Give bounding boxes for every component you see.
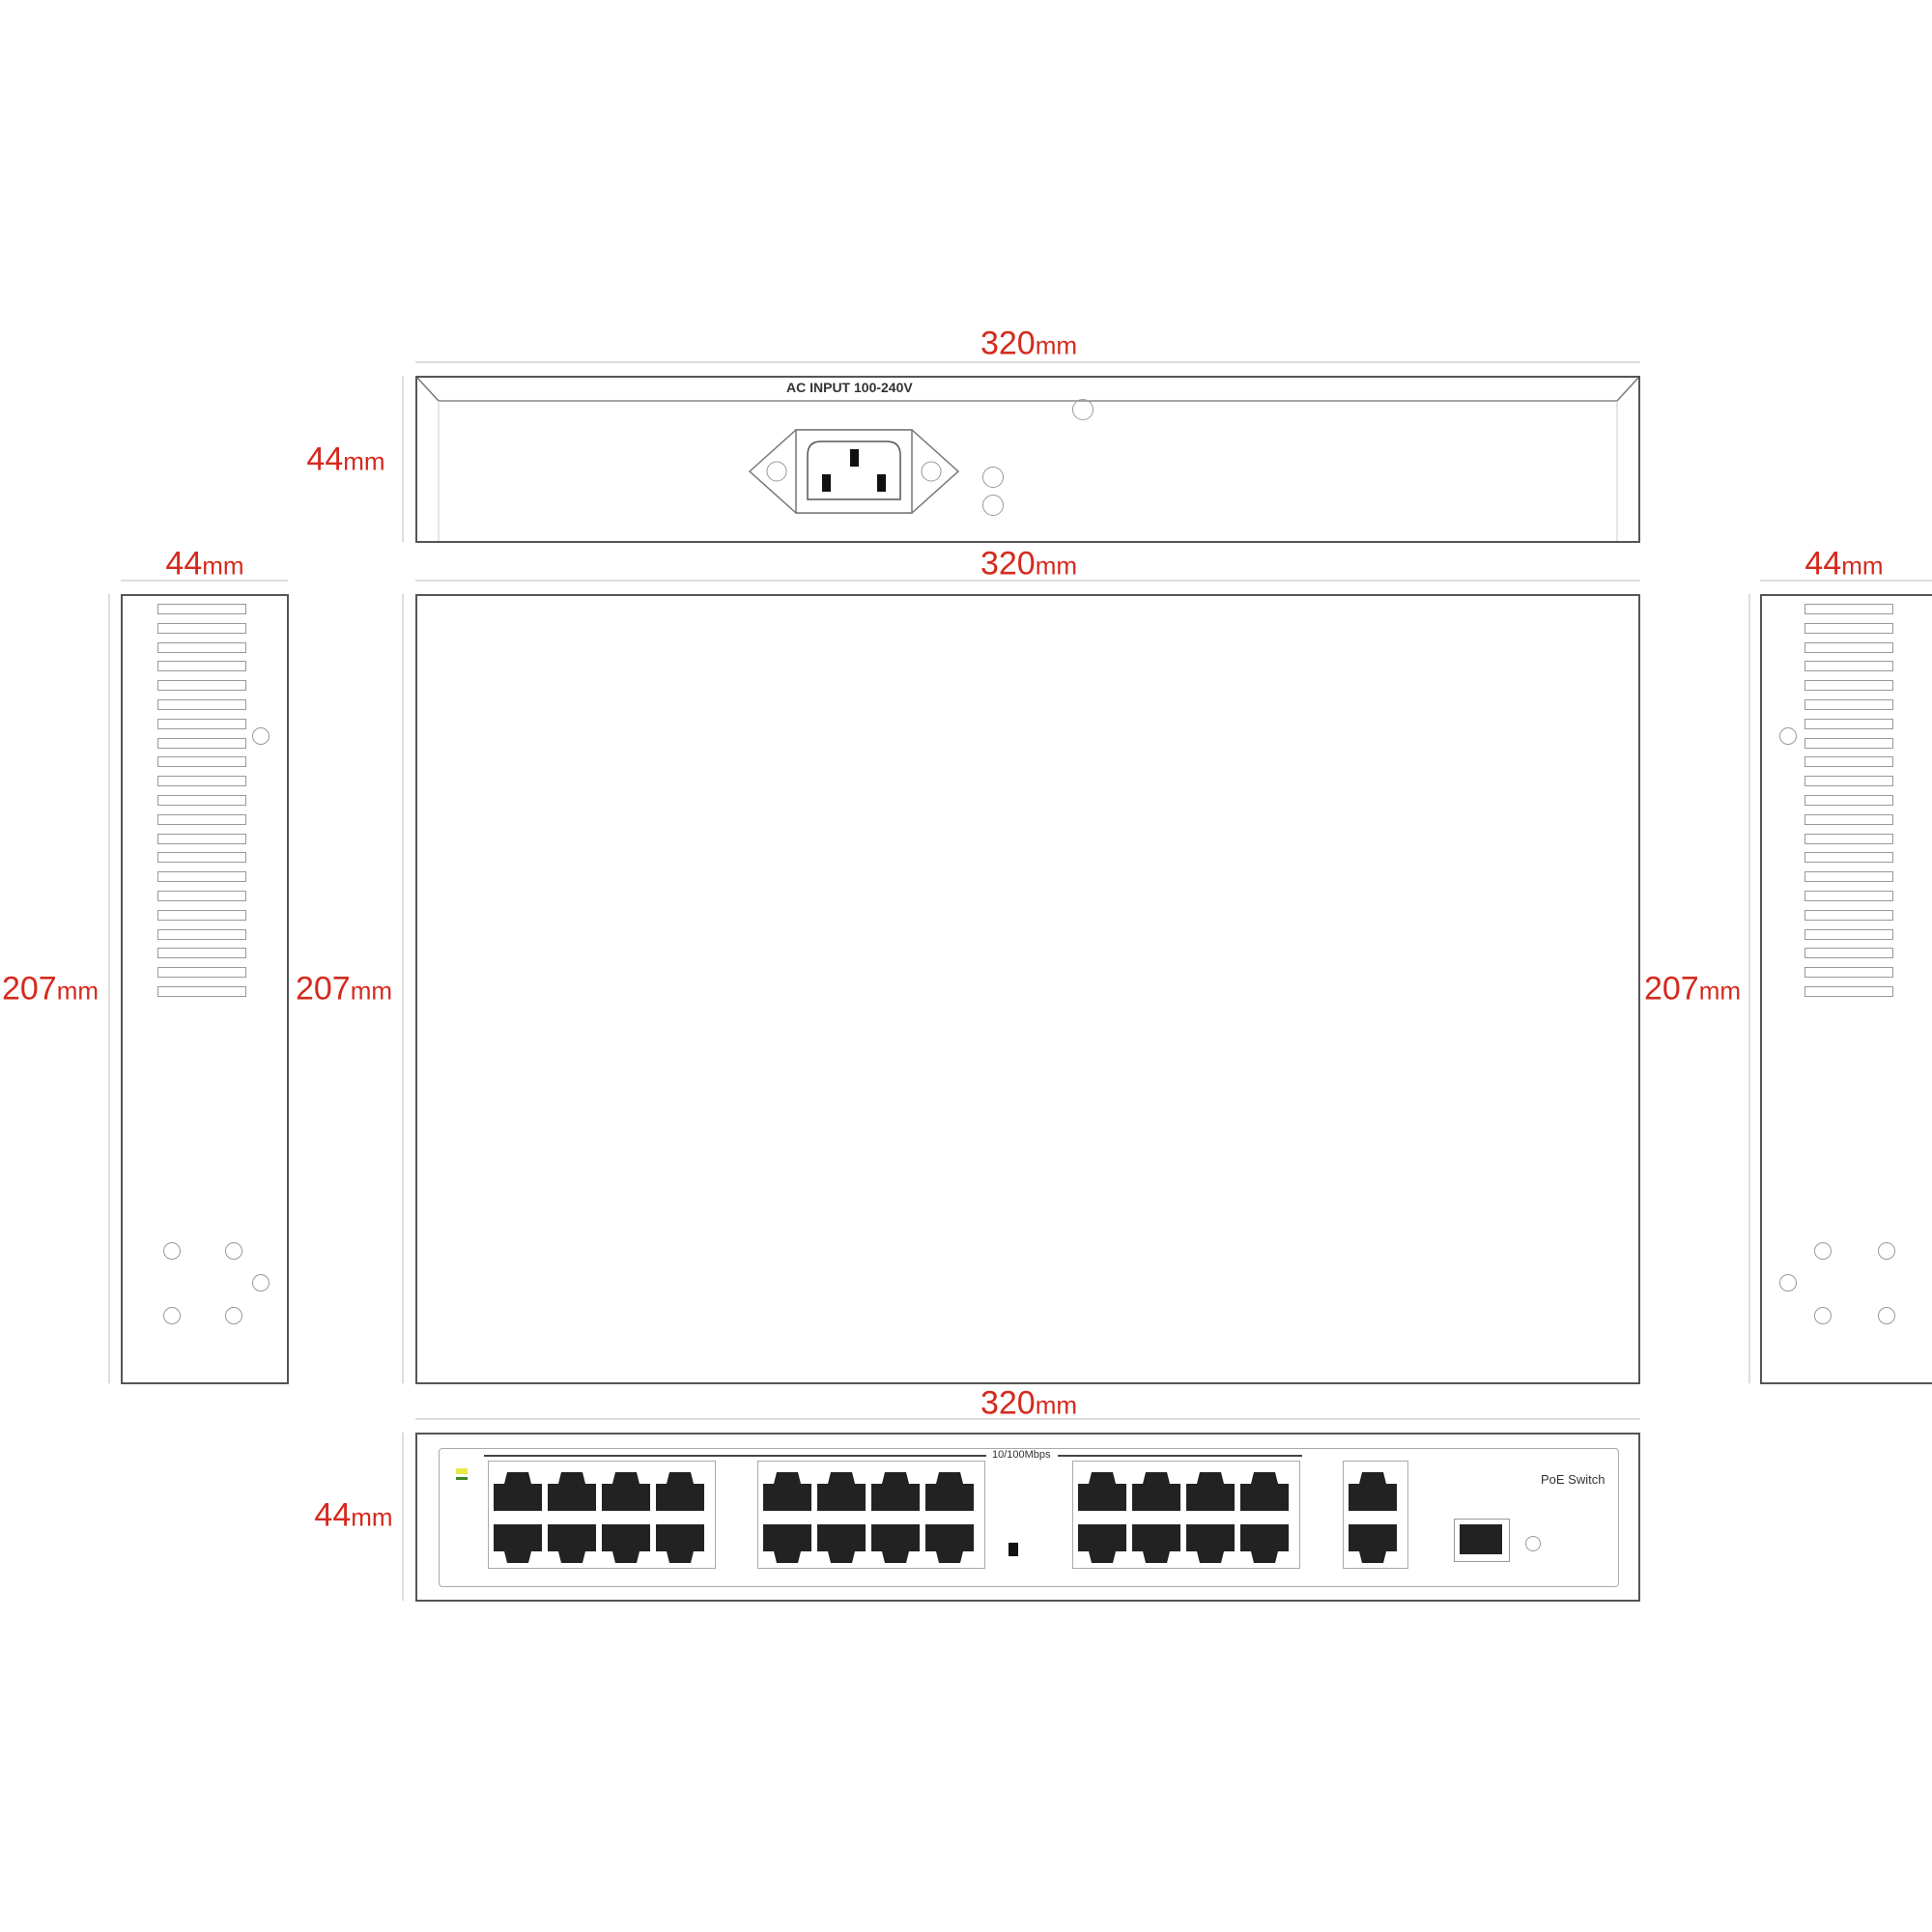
screw-icon: [1779, 727, 1797, 745]
mounting-hole: [225, 1307, 242, 1324]
dimension-line: [415, 361, 1640, 363]
vent-slot: [157, 948, 246, 959]
vent-slot: [157, 737, 246, 749]
power-socket-icon: [748, 429, 960, 514]
screw-icon: [982, 495, 1004, 516]
dimension-line: [402, 376, 404, 542]
vent-slot: [1804, 967, 1893, 979]
vent-slot: [157, 871, 246, 883]
power-input-label: AC INPUT 100-240V: [786, 380, 913, 395]
sfp-slot[interactable]: [1454, 1519, 1510, 1562]
vent-slot: [157, 718, 246, 729]
vent-slot: [157, 833, 246, 844]
screw-icon: [252, 1274, 270, 1292]
mounting-hole: [1814, 1242, 1832, 1260]
vent-slot: [1804, 871, 1893, 883]
vent-slot: [157, 641, 246, 653]
mounting-hole: [225, 1242, 242, 1260]
led-indicator-icon: [456, 1468, 468, 1474]
vent-slot: [1804, 776, 1893, 787]
vent-slot: [157, 699, 246, 710]
mounting-hole: [163, 1307, 181, 1324]
vent-slot: [157, 928, 246, 940]
vent-slot: [1804, 641, 1893, 653]
port-group-line: [1058, 1455, 1302, 1457]
vent-slot: [1804, 986, 1893, 997]
vent-slot: [1804, 948, 1893, 959]
right-side-panel: [1760, 594, 1932, 1384]
rear-height-label: 44mm: [306, 440, 385, 478]
mounting-hole: [1878, 1307, 1895, 1324]
right-height-label: 44mm: [1804, 545, 1884, 582]
left-height-label: 44mm: [165, 545, 244, 582]
vent-slot: [1804, 604, 1893, 614]
vent-slot: [1804, 833, 1893, 844]
left-depth-label: 207mm: [1, 970, 99, 1008]
front-height-label: 44mm: [314, 1496, 393, 1534]
vent-slot: [1804, 813, 1893, 825]
dimension-line: [121, 580, 288, 582]
port-group-frame: [1343, 1461, 1408, 1569]
vent-slot: [1804, 756, 1893, 768]
top-width-label: 320mm: [980, 545, 1078, 582]
vent-slot: [1804, 622, 1893, 634]
vent-slot: [157, 776, 246, 787]
vent-slot: [157, 680, 246, 692]
top-depth-label: 207mm: [295, 970, 393, 1008]
vent-slot: [157, 604, 246, 614]
port-group-label: 10/100Mbps: [992, 1449, 1051, 1461]
brand-label: PoE Switch: [1541, 1472, 1605, 1487]
vent-slot: [157, 661, 246, 672]
front-faceplate: 10/100Mbps PoE Switch: [439, 1448, 1619, 1587]
vent-slot: [1804, 661, 1893, 672]
ground-screw-icon: [982, 467, 1004, 488]
vent-slot: [157, 852, 246, 864]
vent-slot: [1804, 718, 1893, 729]
vent-slot: [1804, 928, 1893, 940]
vent-slot: [157, 909, 246, 921]
vent-slot: [157, 891, 246, 901]
vent-slot: [1804, 852, 1893, 864]
vent-slot: [1804, 891, 1893, 901]
led-indicator-icon: [456, 1477, 468, 1480]
dimension-line: [402, 594, 404, 1383]
rear-panel-bevel: [417, 378, 1638, 541]
mounting-hole: [163, 1242, 181, 1260]
vent-slot: [157, 967, 246, 979]
vent-slot: [157, 795, 246, 806]
mounting-hole: [1814, 1307, 1832, 1324]
screw-icon: [1072, 399, 1094, 420]
port-group-frame: [488, 1461, 716, 1569]
dimension-line: [402, 1433, 404, 1601]
left-side-panel: [121, 594, 289, 1384]
dimension-line: [1748, 594, 1750, 1383]
port-group-line: [484, 1455, 986, 1457]
dimension-line: [415, 580, 1640, 582]
port-group-frame: [1072, 1461, 1300, 1569]
dimension-line: [108, 594, 110, 1383]
vent-slot: [1804, 680, 1893, 692]
vent-slot: [1804, 699, 1893, 710]
mounting-hole: [1878, 1242, 1895, 1260]
vent-slot: [157, 986, 246, 997]
dimension-line: [415, 1418, 1640, 1420]
right-depth-label: 207mm: [1643, 970, 1742, 1008]
vent-slot: [1804, 795, 1893, 806]
vent-slot: [1804, 909, 1893, 921]
vent-slot: [157, 813, 246, 825]
rear-panel: AC INPUT 100-240V: [415, 376, 1640, 543]
dimension-line: [1760, 580, 1932, 582]
front-panel: 10/100Mbps PoE Switch: [415, 1433, 1640, 1602]
screw-icon: [252, 727, 270, 745]
screw-icon: [1779, 1274, 1797, 1292]
vent-slot: [157, 622, 246, 634]
mode-switch[interactable]: [1009, 1543, 1018, 1556]
vent-slot: [1804, 737, 1893, 749]
vent-slot: [157, 756, 246, 768]
reset-button[interactable]: [1525, 1536, 1541, 1551]
port-group-frame: [757, 1461, 985, 1569]
top-view-panel: [415, 594, 1640, 1384]
rear-width-label: 320mm: [980, 325, 1078, 362]
front-width-label: 320mm: [980, 1384, 1078, 1422]
